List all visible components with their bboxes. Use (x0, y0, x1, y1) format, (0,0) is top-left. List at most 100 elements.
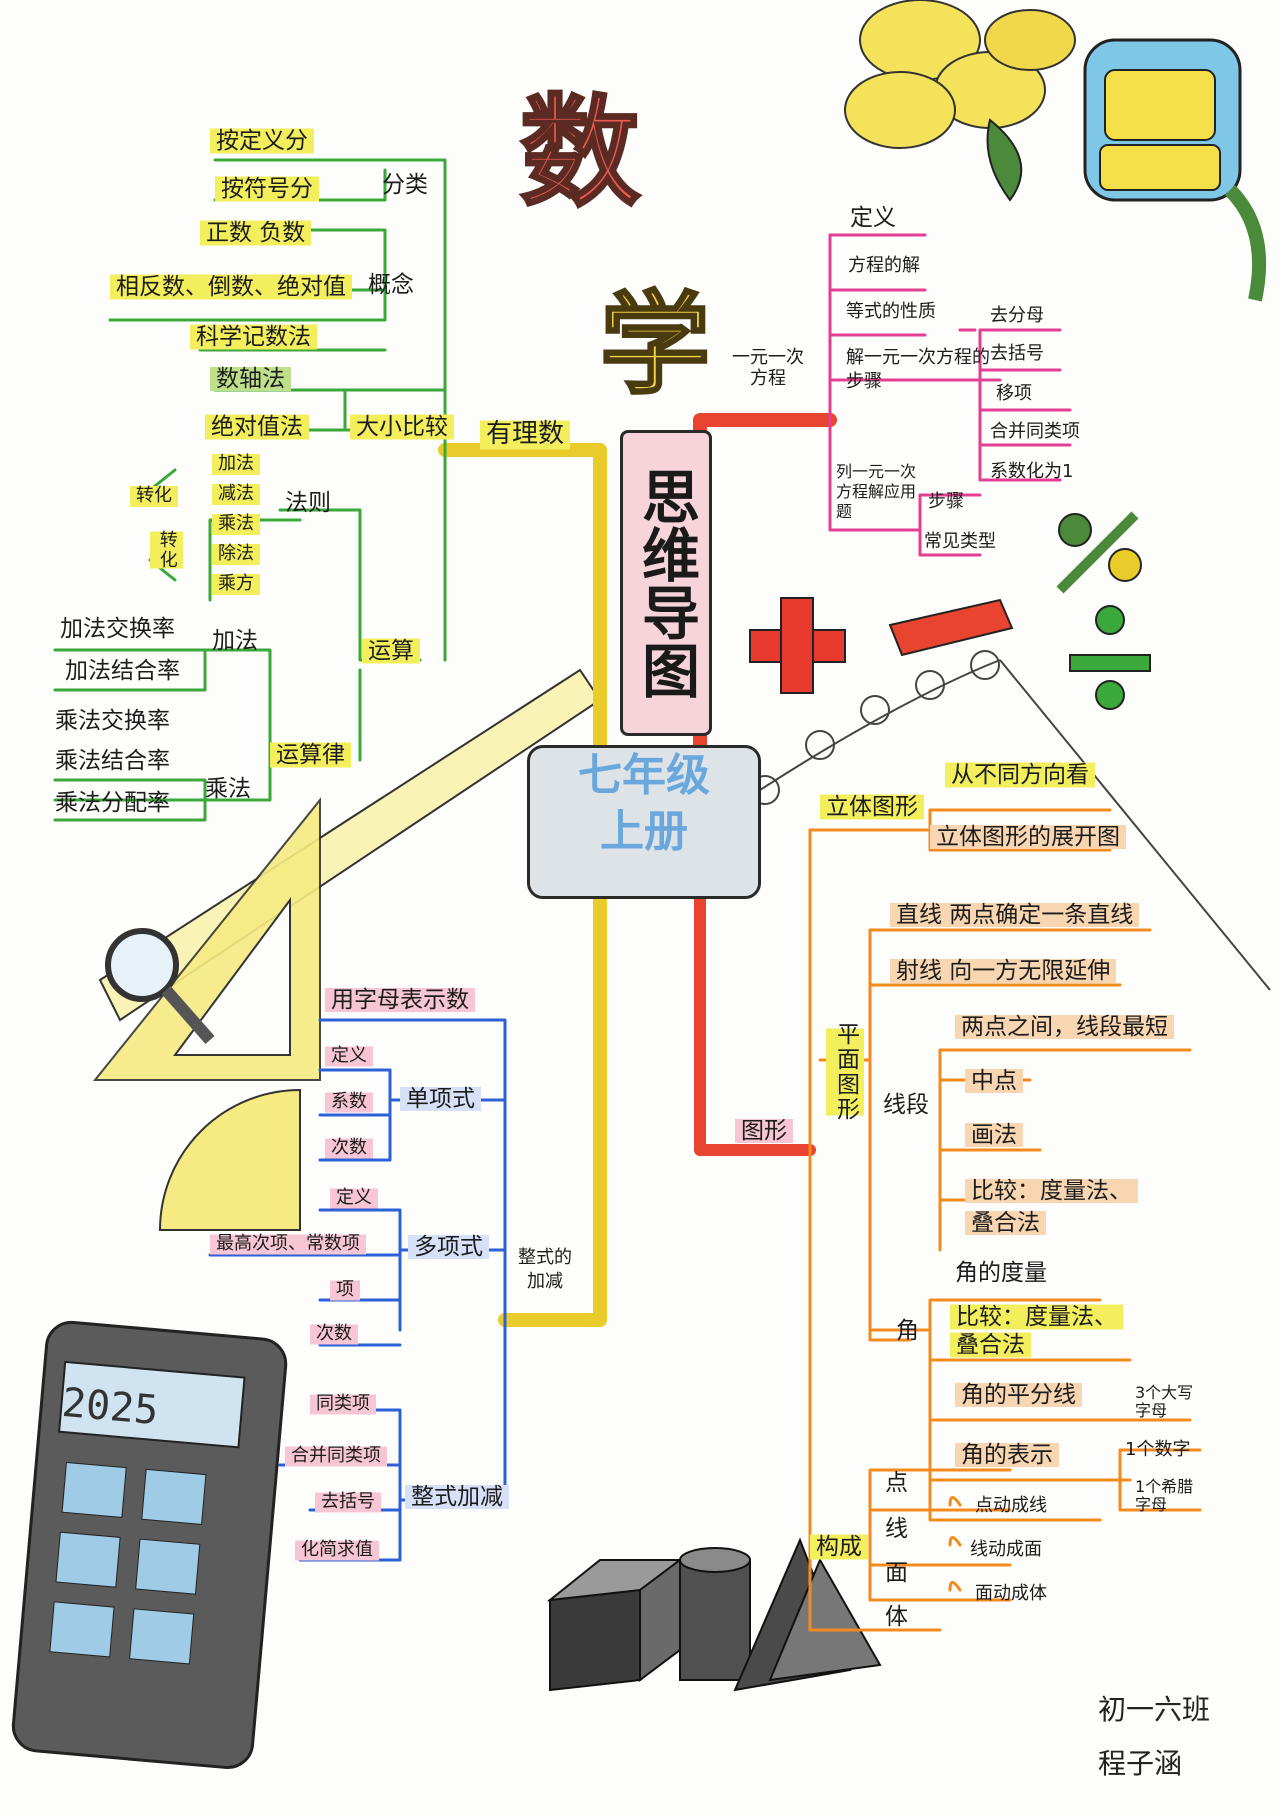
element-solid: 体 (885, 1604, 908, 1630)
node-eq-solution: 方程的解 (848, 255, 920, 276)
poly-highest-degree-term: 最高次项、常数项 (210, 1232, 366, 1257)
calculator-illustration (11, 1320, 288, 1770)
addsub-like-terms: 同类项 (310, 1392, 376, 1417)
angle-bisector: 角的平分线 (955, 1380, 1082, 1411)
node-eq-steps: 步骤 (928, 491, 964, 512)
angle-measure: 角的度量 (955, 1260, 1047, 1286)
node-eq-word-problems: 列一元一次方程解应用题 (836, 462, 917, 521)
node-solid-figures: 立体图形 (820, 792, 924, 823)
node-eq-properties: 等式的性质 (846, 301, 936, 322)
notebook-illustration (750, 650, 1271, 991)
seg-shortest-path: 两点之间，线段最短 (955, 1012, 1174, 1043)
node-monomial: 单项式 (400, 1084, 481, 1115)
node-solid-nets: 立体图形的展开图 (930, 822, 1126, 853)
label-convert-2: 转化 (150, 528, 183, 572)
node-opposite-reciprocal-abs: 相反数、倒数、绝对值 (110, 272, 352, 303)
seg-overlap: 叠合法 (965, 1208, 1046, 1239)
flower-illustration (844, 0, 1076, 202)
node-abs-value-method: 绝对值法 (205, 412, 309, 443)
signature: 初一六班 程子涵 (1098, 1683, 1210, 1791)
branch-rational-numbers: 有理数 (480, 418, 571, 452)
node-operation-laws: 运算律 (270, 740, 351, 771)
solids-illustration (546, 1537, 882, 1692)
branch-linear-equation: 一元一次方程 (732, 347, 804, 389)
node-eq-solve-steps: 解一元一次方程的步骤 (846, 347, 990, 392)
rule-subtraction: 减法 (212, 482, 260, 507)
motion-point-to-line: 点动成线 (975, 1495, 1047, 1516)
rule-division: 除法 (212, 542, 260, 567)
law-mul-distributive: 乘法分配率 (55, 790, 170, 816)
center-volume: 上册 (600, 806, 688, 857)
step-coefficient-to-one: 系数化为1 (990, 461, 1074, 482)
signature-class: 初一六班 (1098, 1693, 1211, 1726)
title-char-study: 学 (599, 279, 712, 411)
element-surface: 面 (885, 1560, 908, 1586)
node-multiplication-laws: 乘法 (205, 776, 251, 802)
mono-coefficient: 系数 (325, 1090, 373, 1115)
rule-exponent: 乘方 (212, 572, 260, 597)
label-convert-1: 转化 (130, 484, 178, 509)
node-by-sign: 按符号分 (215, 174, 319, 205)
motion-line-to-surface: 线动成面 (970, 1539, 1042, 1560)
calculator-display: 2025 (60, 1379, 161, 1435)
node-angle: 角 (896, 1318, 919, 1344)
node-pos-neg-numbers: 正数 负数 (200, 218, 312, 249)
mono-degree: 次数 (325, 1136, 373, 1161)
branch-geometry: 图形 (735, 1116, 793, 1147)
angle-compare: 比较：度量法、 (950, 1302, 1123, 1333)
node-number-line-method: 数轴法 (210, 364, 291, 395)
node-concepts: 概念 (368, 272, 414, 298)
center-node: 七年级 上册 (527, 745, 761, 899)
backpack-illustration (1083, 38, 1267, 302)
poly-definition: 定义 (330, 1186, 378, 1211)
element-line: 线 (885, 1516, 908, 1542)
math-symbols-illustration (749, 511, 1151, 710)
node-size-comparison: 大小比较 (350, 412, 454, 443)
signature-name: 程子涵 (1098, 1747, 1183, 1780)
ruler-illustration (92, 668, 602, 1231)
node-letters-as-numbers: 用字母表示数 (325, 985, 475, 1016)
node-segment: 线段 (883, 1092, 929, 1118)
angle-overlap: 叠合法 (950, 1330, 1031, 1361)
node-plane-figures: 平面图形 (826, 1020, 865, 1124)
node-addition-laws: 加法 (212, 628, 258, 654)
element-point: 点 (885, 1470, 908, 1496)
seg-drawing: 画法 (965, 1120, 1023, 1151)
poly-degree: 次数 (310, 1322, 358, 1347)
law-add-commutative: 加法交换率 (60, 616, 175, 642)
addsub-combine-like-terms: 合并同类项 (285, 1444, 387, 1469)
motion-surface-to-solid: 面动成体 (975, 1583, 1047, 1604)
node-eq-definition: 定义 (850, 205, 896, 231)
poly-term: 项 (330, 1278, 360, 1303)
node-classification: 分类 (382, 172, 428, 198)
law-mul-associative: 乘法结合率 (55, 748, 170, 774)
seg-compare: 比较：度量法、 (965, 1176, 1138, 1207)
node-composition: 构成 (810, 1532, 868, 1563)
law-mul-commutative: 乘法交换率 (55, 708, 170, 734)
node-view-from-directions: 从不同方向看 (945, 760, 1095, 791)
notation-greek-letter: 1个希腊字母 (1135, 1477, 1194, 1514)
step-combine-like-terms: 合并同类项 (990, 421, 1080, 442)
angle-notation: 角的表示 (955, 1440, 1059, 1471)
node-operations: 运算 (362, 636, 420, 667)
rule-addition: 加法 (212, 452, 260, 477)
notation-one-number: 1个数字 (1125, 1439, 1191, 1460)
vertical-title-mind-map: 思维导图 (620, 430, 712, 736)
mono-definition: 定义 (325, 1044, 373, 1069)
rule-multiplication: 乘法 (212, 512, 260, 537)
title-char-math: 数 (519, 81, 642, 225)
node-by-definition: 按定义分 (210, 126, 314, 157)
node-polynomial: 多项式 (408, 1232, 489, 1263)
node-eq-common-types: 常见类型 (924, 531, 996, 552)
node-ray: 射线 向一方无限延伸 (890, 956, 1117, 987)
addsub-remove-brackets: 去括号 (315, 1490, 381, 1515)
node-line: 直线 两点确定一条直线 (890, 900, 1140, 931)
node-polynomial-add-sub: 整式加减 (405, 1482, 509, 1513)
step-remove-brackets: 去括号 (990, 343, 1044, 364)
step-transpose: 移项 (996, 383, 1032, 404)
step-remove-denominator: 去分母 (990, 305, 1044, 326)
seg-midpoint: 中点 (965, 1066, 1023, 1097)
node-rules: 法则 (285, 490, 331, 516)
addsub-simplify-evaluate: 化简求值 (295, 1538, 379, 1563)
